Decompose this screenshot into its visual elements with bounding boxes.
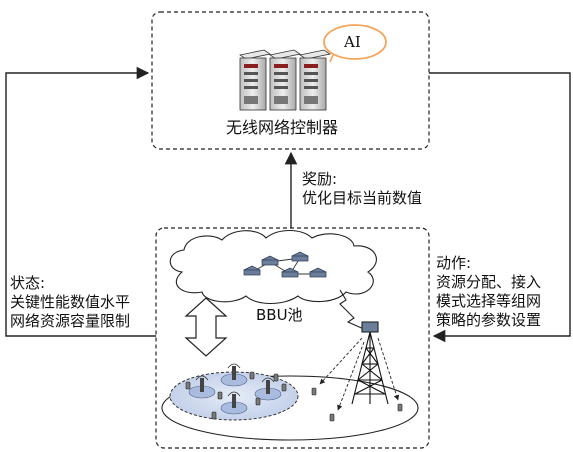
state-line2: 网络资源容量限制 bbox=[10, 312, 131, 330]
action-label: 动作: 资源分配、接入 模式选择等组网 策略的参数设置 bbox=[436, 254, 541, 330]
small-cell-icon bbox=[254, 377, 282, 401]
server-unit-icon bbox=[268, 49, 302, 111]
action-line2: 模式选择等组网 bbox=[436, 292, 542, 310]
bbu-node-icon bbox=[281, 267, 299, 278]
server-unit-icon bbox=[298, 49, 332, 111]
phone-icon bbox=[281, 383, 287, 392]
state-title: 状态: bbox=[10, 274, 46, 292]
state-label: 状态: 关键性能数值水平 网络资源容量限制 bbox=[10, 274, 130, 331]
fronthaul-link bbox=[339, 289, 367, 331]
phone-icon bbox=[273, 373, 279, 382]
action-line1: 资源分配、接入 bbox=[436, 273, 542, 291]
action-title: 动作: bbox=[436, 254, 472, 272]
ai-bubble bbox=[323, 24, 387, 63]
state-arrow bbox=[5, 66, 156, 337]
server-rack-icon bbox=[238, 49, 332, 111]
small-cell-icon bbox=[220, 391, 248, 415]
bbu-nodes bbox=[243, 251, 327, 278]
macro-tower-icon bbox=[351, 321, 389, 405]
phone-icon bbox=[211, 411, 217, 420]
ai-label: AI bbox=[344, 33, 361, 51]
bbu-node-icon bbox=[243, 265, 261, 276]
phone-icon bbox=[249, 371, 255, 380]
bbu-node-icon bbox=[261, 255, 279, 266]
phone-icon bbox=[311, 387, 317, 396]
action-arrow bbox=[429, 72, 571, 343]
bbu-node-icon bbox=[291, 251, 309, 262]
reward-label: 奖励: 优化目标当前数值 bbox=[302, 170, 422, 208]
double-arrow-icon bbox=[184, 297, 228, 357]
phone-icon bbox=[185, 381, 191, 390]
small-cell-icon bbox=[220, 363, 248, 387]
state-line1: 关键性能数值水平 bbox=[10, 293, 131, 311]
phone-icon bbox=[397, 403, 403, 412]
phone-icon bbox=[329, 413, 335, 422]
reward-title: 奖励: bbox=[302, 170, 338, 188]
small-cells bbox=[188, 363, 282, 415]
bbu-cloud bbox=[169, 229, 377, 305]
action-line3: 策略的参数设置 bbox=[436, 311, 542, 329]
small-cell-icon bbox=[188, 375, 216, 399]
network-box bbox=[155, 227, 430, 449]
server-unit-icon bbox=[238, 49, 272, 111]
bbu-node-icon bbox=[309, 267, 327, 278]
radio-links bbox=[319, 337, 400, 411]
phone-icon bbox=[255, 397, 261, 406]
controller-title: 无线网络控制器 bbox=[226, 118, 339, 137]
bbu-label: BBU池 bbox=[256, 306, 303, 324]
user-devices bbox=[185, 371, 403, 422]
phone-icon bbox=[217, 391, 223, 400]
reward-desc: 优化目标当前数值 bbox=[302, 189, 423, 207]
